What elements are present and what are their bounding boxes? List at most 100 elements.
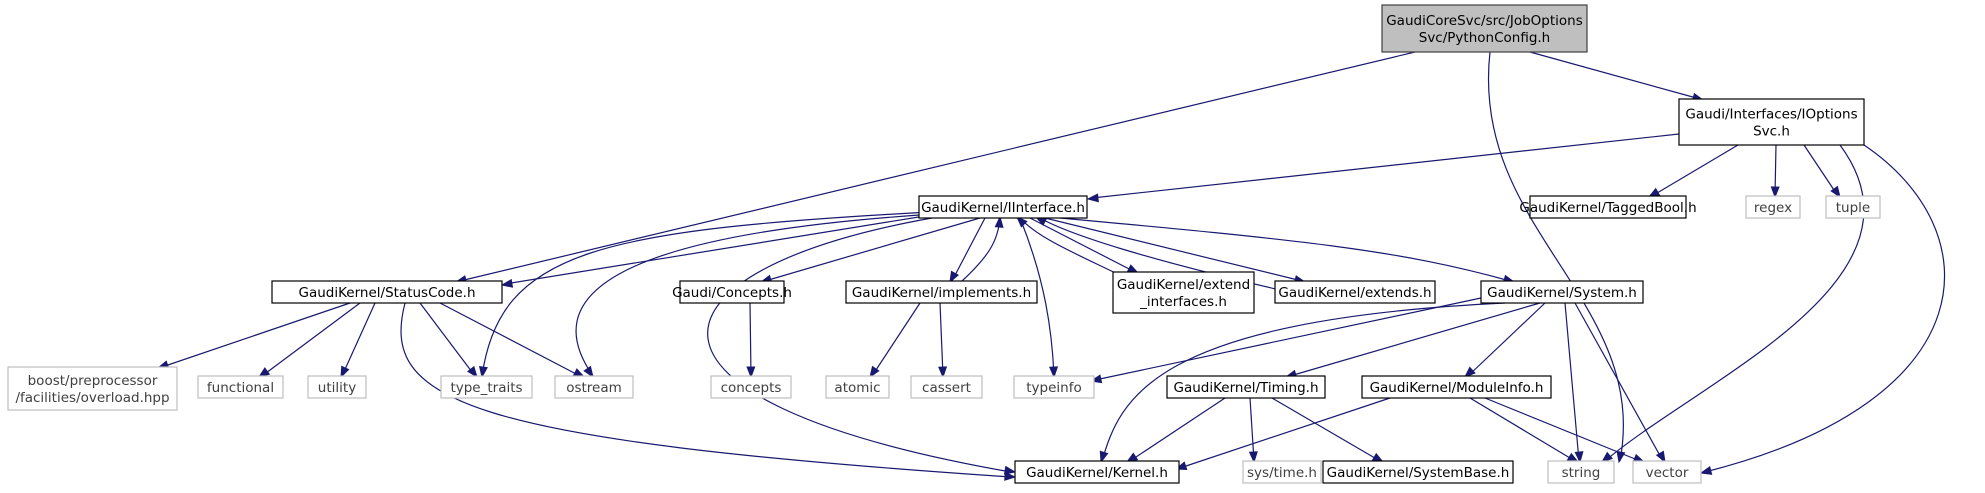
edge-line	[1487, 51, 1624, 462]
edge-line	[1651, 144, 1739, 197]
edge-timing-systembase	[1271, 397, 1385, 463]
edge-system-moduleinfo	[1463, 302, 1546, 378]
edge-arrowhead	[583, 365, 594, 379]
edge-line	[400, 302, 1012, 478]
node-box	[1745, 195, 1801, 219]
node-iinterface[interactable]: GaudiKernel/IInterface.h	[918, 195, 1088, 219]
node-systime: sys/time.h	[1242, 460, 1322, 484]
edge-iinterface-type_traits	[478, 211, 931, 379]
node-label: GaudiKernel/SystemBase.h	[1327, 465, 1510, 481]
edge-arrowhead	[1099, 450, 1109, 464]
node-box	[1013, 375, 1095, 399]
edge-arrowhead	[938, 366, 948, 379]
node-box	[1242, 460, 1322, 484]
edge-line	[1529, 51, 1701, 100]
edge-arrowhead	[994, 215, 1004, 228]
node-label: cassert	[922, 380, 971, 396]
node-implements[interactable]: GaudiKernel/implements.h	[845, 280, 1038, 304]
node-systembase[interactable]: GaudiKernel/SystemBase.h	[1322, 460, 1514, 484]
edge-line	[951, 217, 986, 282]
node-vector: vector	[1632, 460, 1702, 484]
node-label: tuple	[1836, 200, 1870, 216]
edge-arrowhead	[1004, 471, 1017, 481]
edge-ioptionssvc-regex	[1770, 144, 1780, 199]
edge-line	[504, 215, 926, 285]
edge-root-string	[1487, 51, 1626, 464]
node-system[interactable]: GaudiKernel/System.h	[1480, 280, 1644, 304]
node-type_traits: type_traits	[440, 375, 533, 399]
edge-concepts_h-concepts	[746, 302, 756, 379]
edge-line	[707, 217, 1012, 473]
edge-iinterface-typeinfo	[1019, 217, 1059, 379]
node-label: sys/time.h	[1247, 465, 1317, 481]
edge-line	[1094, 297, 1482, 381]
edge-line	[1484, 397, 1641, 462]
edge-moduleinfo-vector	[1484, 397, 1646, 463]
node-concepts_h[interactable]: Gaudi/Concepts.h	[672, 280, 792, 304]
node-statuscode[interactable]: GaudiKernel/StatusCode.h	[271, 280, 503, 304]
node-label: ostream	[566, 380, 622, 396]
node-regex: regex	[1745, 195, 1801, 219]
node-label: concepts	[721, 380, 782, 396]
node-taggedbool[interactable]: GaudiKernel/TaggedBool.h	[1519, 195, 1697, 219]
edge-statuscode-functional	[257, 302, 361, 378]
node-timing[interactable]: GaudiKernel/Timing.h	[1166, 375, 1326, 399]
edge-arrowhead	[1049, 366, 1059, 379]
edge-implements-iinterface	[961, 215, 1004, 282]
node-box	[197, 375, 284, 399]
edge-statuscode-ostream	[439, 302, 586, 378]
edge-line	[439, 302, 581, 377]
edge-arrowhead	[949, 270, 960, 284]
node-box	[554, 375, 634, 399]
edge-line	[749, 302, 752, 377]
edge-line	[341, 302, 376, 377]
node-label: _interfaces.h	[1139, 294, 1227, 310]
edge-ioptionssvc-tuple	[1803, 144, 1841, 199]
edge-arrowhead	[340, 365, 350, 379]
node-box	[910, 375, 983, 399]
edge-line	[1059, 217, 1511, 282]
edge-line	[1044, 217, 1303, 282]
node-box	[1322, 460, 1514, 484]
edge-arrowhead	[1655, 450, 1666, 464]
node-ostream: ostream	[554, 375, 634, 399]
node-label: GaudiKernel/implements.h	[852, 285, 1031, 301]
edge-line	[261, 302, 361, 377]
edge-line	[1604, 144, 1865, 462]
node-box	[7, 366, 178, 411]
edge-line	[1249, 397, 1255, 462]
node-box	[1361, 375, 1552, 399]
edge-line	[161, 302, 351, 368]
node-label: GaudiKernel/Kernel.h	[1026, 465, 1168, 481]
edge-line	[1179, 397, 1391, 469]
node-label: atomic	[834, 380, 880, 396]
node-label: type_traits	[450, 380, 522, 396]
edge-arrowhead	[1248, 451, 1258, 464]
node-box	[1529, 195, 1687, 219]
node-root[interactable]: GaudiCoreSvc/src/JobOptionsSvc/PythonCon…	[1381, 4, 1588, 53]
node-label: GaudiKernel/StatusCode.h	[299, 285, 476, 301]
edge-line	[1704, 144, 1946, 473]
edge-timing-kernel	[1125, 397, 1226, 463]
edge-line	[961, 217, 1001, 282]
node-box	[1480, 280, 1644, 304]
edge-moduleinfo-string	[1469, 397, 1580, 463]
edge-arrowhead	[467, 365, 478, 379]
node-extends[interactable]: GaudiKernel/extends.h	[1274, 280, 1436, 304]
edge-line	[1019, 217, 1055, 377]
node-moduleinfo[interactable]: GaudiKernel/ModuleInfo.h	[1361, 375, 1552, 399]
edge-iinterface-implements	[949, 217, 986, 284]
node-kernel[interactable]: GaudiKernel/Kernel.h	[1014, 460, 1180, 484]
edge-line	[1289, 302, 1541, 377]
node-label: /facilities/overload.hpp	[15, 390, 169, 406]
node-label: GaudiKernel/extends.h	[1278, 285, 1431, 301]
node-extend_interfaces[interactable]: GaudiKernel/extend_interfaces.h	[1112, 271, 1255, 314]
node-label: GaudiCoreSvc/src/JobOptions	[1386, 13, 1583, 29]
node-typeinfo: typeinfo	[1013, 375, 1095, 399]
node-box	[1166, 375, 1326, 399]
node-box	[440, 375, 533, 399]
edge-implements-atomic	[869, 302, 921, 379]
edge-iinterface-kernel	[707, 217, 1017, 475]
